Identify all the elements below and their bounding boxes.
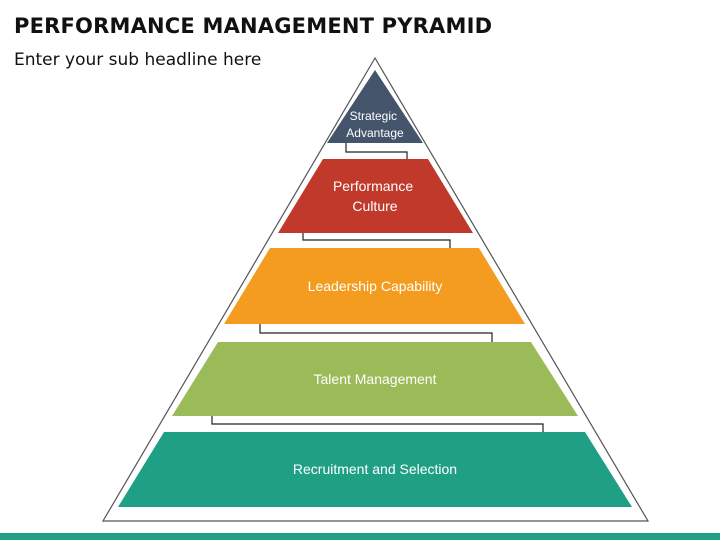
tier-performance-culture-label: Performance Culture xyxy=(333,178,417,214)
tier-leadership-capability-label: Leadership Capability xyxy=(308,278,443,294)
connector-1-2 xyxy=(345,142,408,159)
tier-strategic-advantage-shape xyxy=(327,70,423,143)
connector-2-3 xyxy=(302,232,451,248)
tier-strategic-advantage-label-line2: Advantage xyxy=(346,126,404,140)
tier-performance-culture: Performance Culture xyxy=(278,159,473,233)
tier-leadership-capability-shape xyxy=(224,248,525,324)
tier-recruitment-selection-label: Recruitment and Selection xyxy=(293,461,457,477)
tier-performance-culture-label-line1: Performance xyxy=(333,178,413,194)
footer-accent-bar xyxy=(0,533,720,540)
tier-performance-culture-label-line2: Culture xyxy=(352,198,397,214)
tier-talent-management: Talent Management xyxy=(172,342,578,416)
tier-recruitment-selection-shape xyxy=(118,432,632,507)
tier-performance-culture-shape xyxy=(278,159,473,233)
tier-strategic-advantage-label: Strategic Advantage xyxy=(346,109,404,140)
connector-4-5 xyxy=(211,415,544,432)
tier-leadership-capability: Leadership Capability xyxy=(224,248,525,324)
slide-subtitle: Enter your sub headline here xyxy=(14,50,262,70)
pyramid-outline xyxy=(101,56,650,522)
tier-recruitment-selection: Recruitment and Selection xyxy=(118,432,632,507)
connector-3-4 xyxy=(259,323,493,342)
slide-title: PERFORMANCE MANAGEMENT PYRAMID xyxy=(14,14,493,38)
tier-talent-management-label: Talent Management xyxy=(314,371,437,387)
tier-talent-management-shape xyxy=(172,342,578,416)
tier-strategic-advantage: Strategic Advantage xyxy=(327,70,423,143)
tier-strategic-advantage-label-line1: Strategic xyxy=(350,109,397,123)
